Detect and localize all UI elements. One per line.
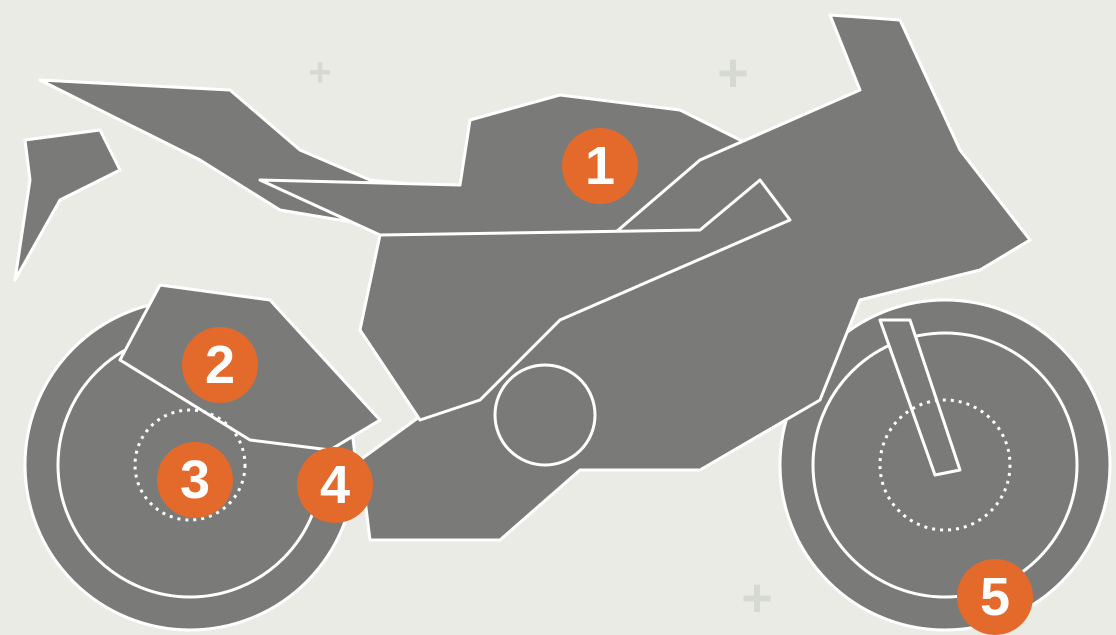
marker-4[interactable]: 4 — [297, 447, 373, 523]
plus-decoration: + — [717, 43, 749, 103]
engine-cover — [493, 363, 597, 467]
front-fork — [878, 318, 962, 477]
marker-2[interactable]: 2 — [182, 327, 258, 403]
plus-decoration: + — [741, 568, 773, 628]
marker-5[interactable]: 5 — [957, 559, 1033, 635]
plus-decoration: + — [308, 50, 332, 95]
marker-3[interactable]: 3 — [157, 442, 233, 518]
marker-1[interactable]: 1 — [562, 128, 638, 204]
frame — [358, 178, 792, 422]
tail-light — [13, 128, 122, 282]
